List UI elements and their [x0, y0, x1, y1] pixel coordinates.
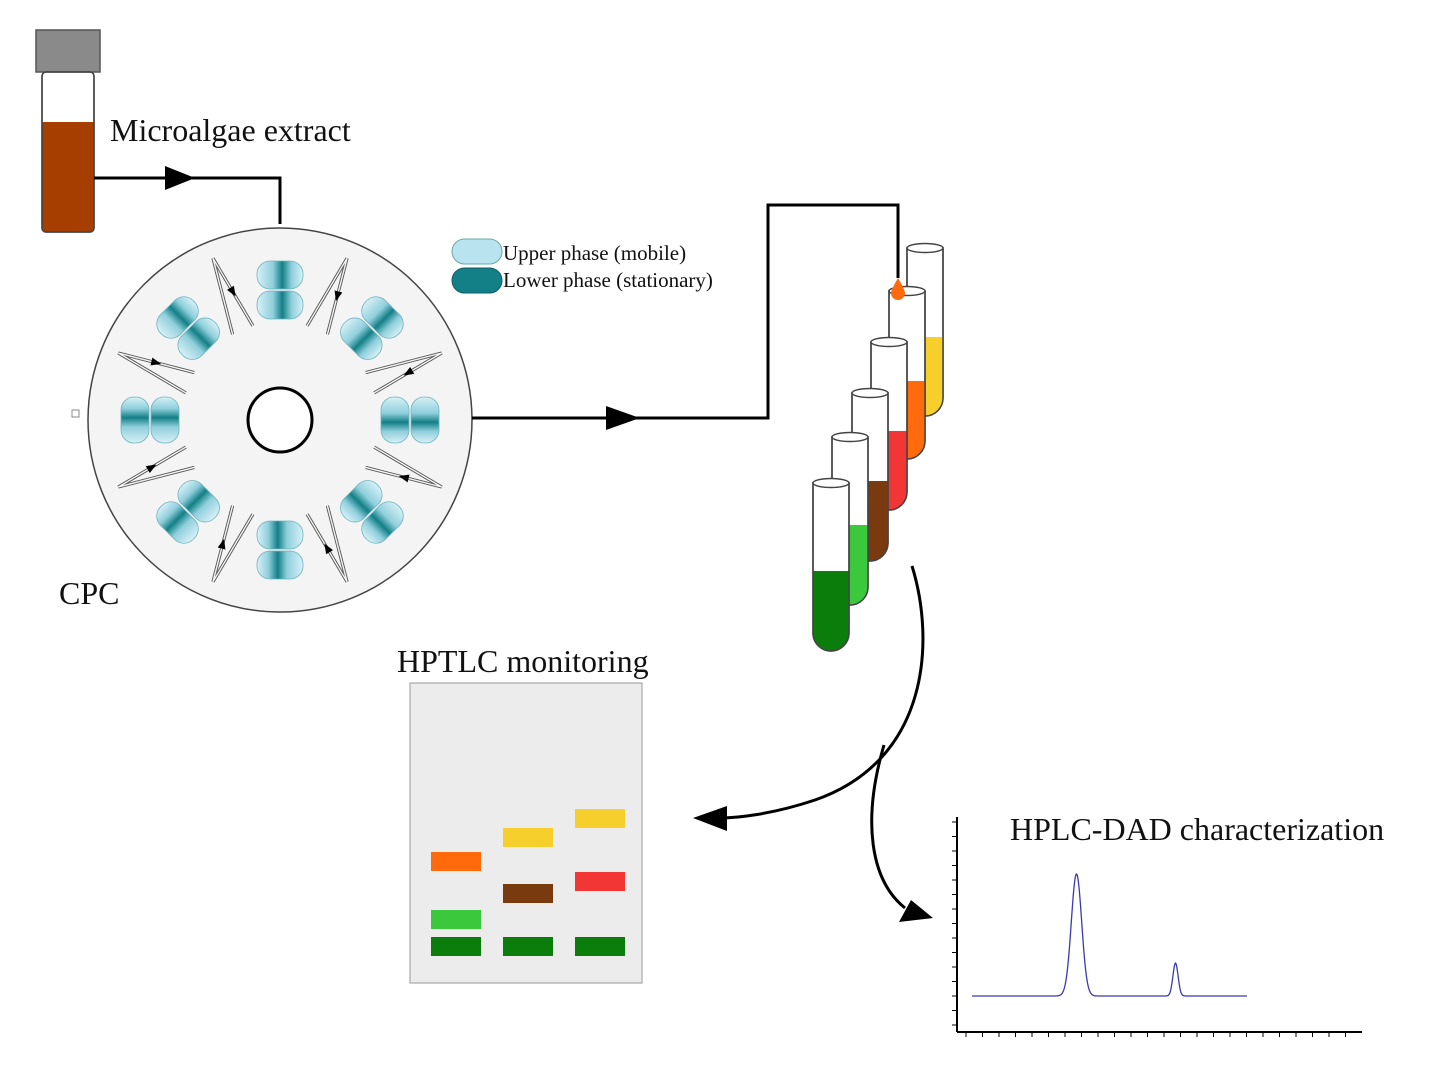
legend-lower-swatch	[451, 267, 503, 294]
legend-upper-swatch	[451, 238, 503, 265]
partition-cell	[120, 396, 180, 444]
cell-capsule	[177, 317, 220, 360]
tlc-band	[431, 910, 481, 929]
cpc-rotor	[71, 227, 473, 613]
tlc-band	[503, 828, 553, 847]
cell-capsule	[256, 260, 304, 290]
fraction-collector	[812, 242, 944, 652]
cell-capsule	[156, 296, 199, 339]
extract-liquid	[42, 122, 94, 232]
fraction-tube	[812, 477, 850, 652]
chromatogram	[952, 817, 1362, 1037]
hptlc-label: HPTLC monitoring	[397, 643, 649, 679]
hptlc-arrowhead	[693, 806, 727, 831]
curve-to-hptlc	[719, 565, 925, 820]
chromatogram-trace	[972, 872, 1247, 997]
cpc-label: CPC	[59, 575, 119, 611]
tube-cap	[35, 29, 101, 73]
flow-arrow	[150, 357, 162, 366]
extract-arrowhead	[165, 166, 195, 190]
cell-capsule	[256, 550, 304, 580]
cell-capsule	[361, 296, 404, 339]
flow-arrow	[217, 538, 226, 550]
flow-arrow	[403, 367, 415, 376]
partition-cell	[340, 296, 404, 360]
tlc-band	[503, 937, 553, 956]
cell-capsule	[340, 480, 383, 523]
cell-capsule	[156, 501, 199, 544]
cell-capsule	[120, 396, 150, 444]
cell-capsule	[340, 317, 383, 360]
hplc-arrowhead	[899, 900, 933, 922]
partition-cell	[340, 480, 404, 544]
partition-cell	[156, 296, 220, 360]
flow-arrow	[324, 543, 333, 555]
partition-cell	[256, 260, 304, 320]
eluent-drop	[891, 278, 905, 300]
flow-arrow	[145, 464, 157, 473]
legend-upper-label: Upper phase (mobile)	[503, 241, 686, 265]
extract-label: Microalgae extract	[110, 112, 351, 148]
flow-arrow	[334, 290, 343, 302]
cell-capsule	[150, 396, 180, 444]
tlc-band	[575, 809, 625, 828]
cpc-to-collector-line	[472, 203, 900, 420]
flow-arrow	[398, 474, 410, 483]
cell-capsule	[256, 290, 304, 320]
tlc-band	[503, 884, 553, 903]
legend-lower-label: Lower phase (stationary)	[503, 268, 713, 292]
cell-capsule	[177, 480, 220, 523]
extract-tube	[35, 29, 101, 233]
cell-capsule	[361, 501, 404, 544]
partition-cell	[256, 520, 304, 580]
tlc-band	[575, 937, 625, 956]
tlc-band	[431, 937, 481, 956]
cell-capsule	[256, 520, 304, 550]
tlc-band	[431, 852, 481, 871]
partition-cell	[156, 480, 220, 544]
hplc-label: HPLC-DAD characterization	[1010, 811, 1384, 847]
partition-cell	[380, 396, 440, 444]
cpc-outlet-arrowhead	[606, 406, 640, 430]
extract-to-cpc-line	[94, 176, 282, 224]
cell-capsule	[410, 396, 440, 444]
cell-capsule	[380, 396, 410, 444]
flow-arrow	[227, 285, 236, 297]
rotor-center-hole	[246, 386, 314, 454]
phase-legend: Upper phase (mobile) Lower phase (statio…	[451, 238, 713, 294]
tlc-band	[575, 872, 625, 891]
curve-to-hplc	[870, 744, 906, 910]
tlc-bands	[431, 809, 625, 956]
fraction-liquid	[813, 571, 849, 651]
